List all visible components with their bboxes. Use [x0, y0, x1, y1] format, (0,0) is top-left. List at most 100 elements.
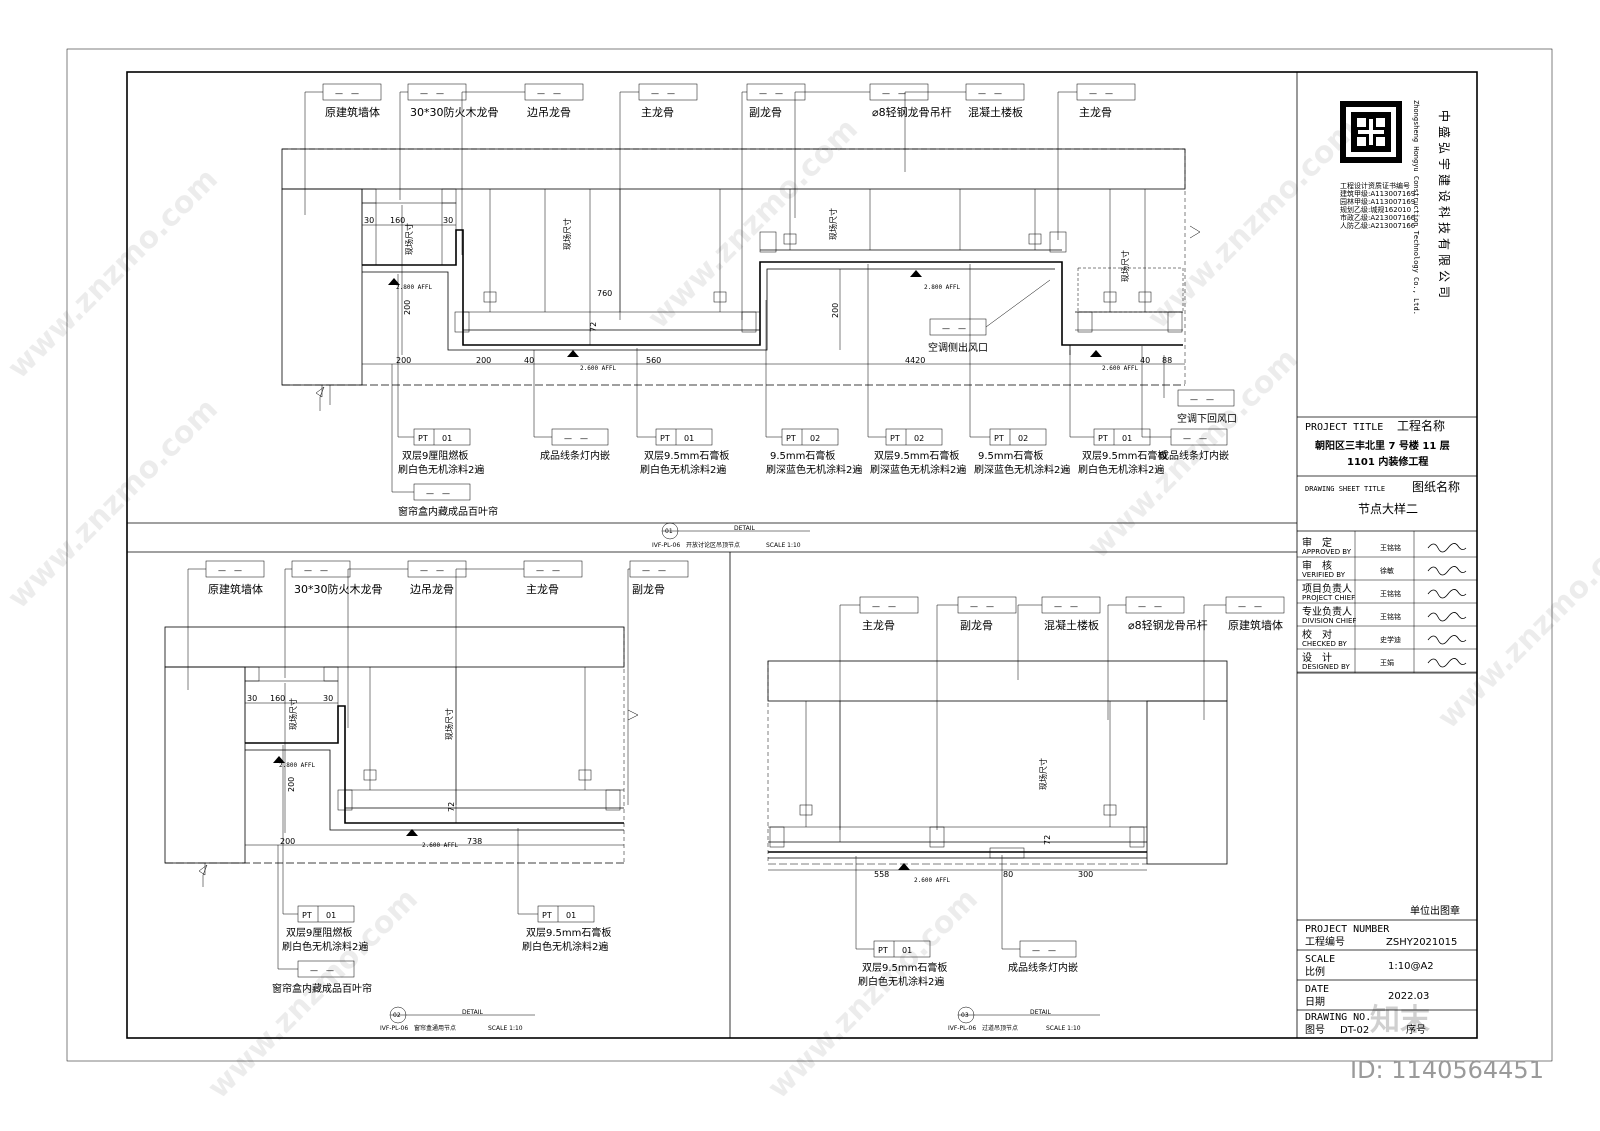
tag-code: PT	[994, 434, 1004, 443]
section-title-1: 01 DETAIL IVF-PL-06 开放讨论区吊顶节点 SCALE 1:10	[652, 522, 810, 549]
leader-line	[855, 856, 874, 950]
leader-line	[187, 568, 206, 690]
building-wall	[281, 188, 363, 386]
signature	[1427, 589, 1467, 599]
svg-text:560: 560	[646, 356, 661, 365]
svg-text:图号: 图号	[1305, 1024, 1325, 1036]
tag-num: 01	[566, 911, 576, 920]
tag-label: 主龙骨	[1079, 106, 1112, 119]
tag-note-1: 成品线条灯内嵌	[1159, 449, 1229, 462]
tag-num: 01	[902, 946, 912, 955]
approval-role-en: DIVISION CHIEF	[1302, 617, 1356, 625]
building-wall-3	[1146, 700, 1228, 865]
tag-placeholder: — —	[642, 566, 666, 575]
svg-text:工程名称: 工程名称	[1397, 418, 1445, 433]
svg-text:03: 03	[961, 1012, 969, 1019]
qualification-list: 工程设计资质证书编号建筑甲级:A113007169园林甲级:A113007169…	[1340, 181, 1416, 230]
level-1c: 2.800 AFFL	[924, 284, 961, 291]
sheet-name: 节点大样二	[1358, 501, 1418, 516]
tag-label: 混凝土楼板	[968, 105, 1023, 119]
project-name-1: 朝阳区三丰北里 7 号楼 11 层	[1315, 439, 1450, 452]
svg-text:www.znzmo.com: www.znzmo.com	[1, 392, 225, 616]
tag-note-1: 双层9.5mm石膏板	[862, 961, 947, 974]
tag-placeholder: — —	[420, 89, 444, 98]
title-block: 中盛弘宇建设科技有限公司 Zhongsheng Hongyu Construct…	[1297, 100, 1477, 1036]
approval-role-en: DESIGNED BY	[1302, 663, 1350, 671]
tag-note-2: 刷白色无机涂料2遍	[522, 940, 608, 953]
svg-text:DETAIL: DETAIL	[734, 525, 755, 532]
signature	[1427, 612, 1467, 622]
detail-2-top-tags: — —原建筑墙体— —30*30防火木龙骨— —边吊龙骨— —主龙骨— —副龙骨	[187, 560, 689, 805]
svg-text:72: 72	[447, 802, 456, 812]
tag-note-1: 双层9.5mm石膏板	[1082, 449, 1167, 462]
concrete-slab-3	[767, 660, 1228, 702]
leader-line	[904, 91, 966, 172]
svg-text:现场尺寸: 现场尺寸	[1120, 250, 1130, 282]
approval-role: 审 核	[1302, 559, 1332, 572]
tag-note-2: 刷白色无机涂料2遍	[1078, 463, 1164, 476]
tag-placeholder: — —	[651, 89, 675, 98]
leader-line	[347, 568, 408, 728]
svg-text:比例: 比例	[1305, 965, 1325, 978]
tag-note-1: 双层9厘阻燃板	[402, 449, 468, 462]
qualification-line: 建筑甲级:A113007169	[1340, 189, 1415, 198]
leader-line	[461, 91, 525, 255]
tag-label: 原建筑墙体	[1228, 618, 1283, 632]
leader-line	[627, 568, 630, 805]
tag-label: 30*30防火木龙骨	[294, 582, 383, 596]
tag-code: PT	[1098, 434, 1108, 443]
project-number: ZSHY2021015	[1386, 937, 1457, 948]
approval-name: 王铭铭	[1380, 612, 1401, 621]
tag-num: 02	[810, 434, 820, 443]
qualification-line: 工程设计资质证书编号	[1340, 181, 1410, 190]
svg-text:SCALE 1:10: SCALE 1:10	[1046, 1025, 1081, 1032]
svg-text:2.800 AFFL: 2.800 AFFL	[279, 762, 316, 769]
svg-text:DETAIL: DETAIL	[462, 1009, 483, 1016]
approval-role: 校 对	[1302, 628, 1332, 641]
svg-text:IVF-PL-06: IVF-PL-06	[948, 1025, 976, 1032]
svg-text:200: 200	[403, 300, 412, 315]
leader-line	[765, 300, 782, 438]
company-name-cn: 中盛弘宇建设科技有限公司	[1437, 110, 1452, 302]
tag-num: 01	[442, 434, 452, 443]
approval-role: 设 计	[1302, 651, 1332, 664]
svg-text:200: 200	[396, 356, 411, 365]
svg-text:558: 558	[874, 870, 889, 879]
svg-text:工程编号: 工程编号	[1305, 935, 1345, 948]
signature	[1427, 543, 1467, 553]
watermarks: www.znzmo.com www.znzmo.com www.znzmo.co…	[1, 112, 1600, 1106]
tag-note-1: 成品线条灯内嵌	[540, 449, 610, 462]
leader-line	[1141, 346, 1171, 438]
tag-num: 01	[1122, 434, 1132, 443]
tag-placeholder: — —	[759, 89, 783, 98]
svg-text:图纸名称: 图纸名称	[1412, 479, 1460, 494]
svg-text:760: 760	[597, 289, 612, 298]
svg-text:160: 160	[390, 216, 405, 225]
inner-border	[126, 71, 1478, 1039]
tag-note-2: 刷深蓝色无机涂料2遍	[870, 463, 966, 476]
tag-placeholder: — —	[978, 89, 1002, 98]
svg-text:www.znzmo.com: www.znzmo.com	[761, 882, 985, 1106]
svg-text:DATE: DATE	[1305, 984, 1329, 995]
tag-note-1: 双层9.5mm石膏板	[526, 926, 611, 939]
leader-line	[741, 91, 747, 320]
tag-label: ⌀8轻钢龙骨吊杆	[1128, 618, 1208, 632]
approval-name: 史学迪	[1380, 635, 1401, 644]
tag-placeholder: — —	[882, 89, 906, 98]
svg-text:160: 160	[270, 694, 285, 703]
tag-placeholder: — —	[564, 434, 588, 443]
svg-text:72: 72	[1043, 835, 1052, 845]
tag-placeholder: — —	[1238, 602, 1262, 611]
tag-placeholder: — —	[872, 602, 896, 611]
leader-line	[1001, 855, 1020, 950]
approval-role: 专业负责人	[1302, 605, 1352, 618]
leader-line	[794, 91, 870, 218]
approval-role: 项目负责人	[1302, 582, 1352, 595]
tag-placeholder: — —	[335, 89, 359, 98]
tag-placeholder: — —	[1138, 602, 1162, 611]
svg-text:现场尺寸: 现场尺寸	[288, 698, 298, 730]
svg-text:www.znzmo.com: www.znzmo.com	[1431, 512, 1600, 736]
svg-text:80: 80	[1003, 870, 1013, 879]
tag-note-2: 刷白色无机涂料2遍	[398, 463, 484, 476]
section-title-3: 03 DETAIL IVF-PL-06 过道吊顶节点 SCALE 1:10	[948, 1006, 1100, 1032]
